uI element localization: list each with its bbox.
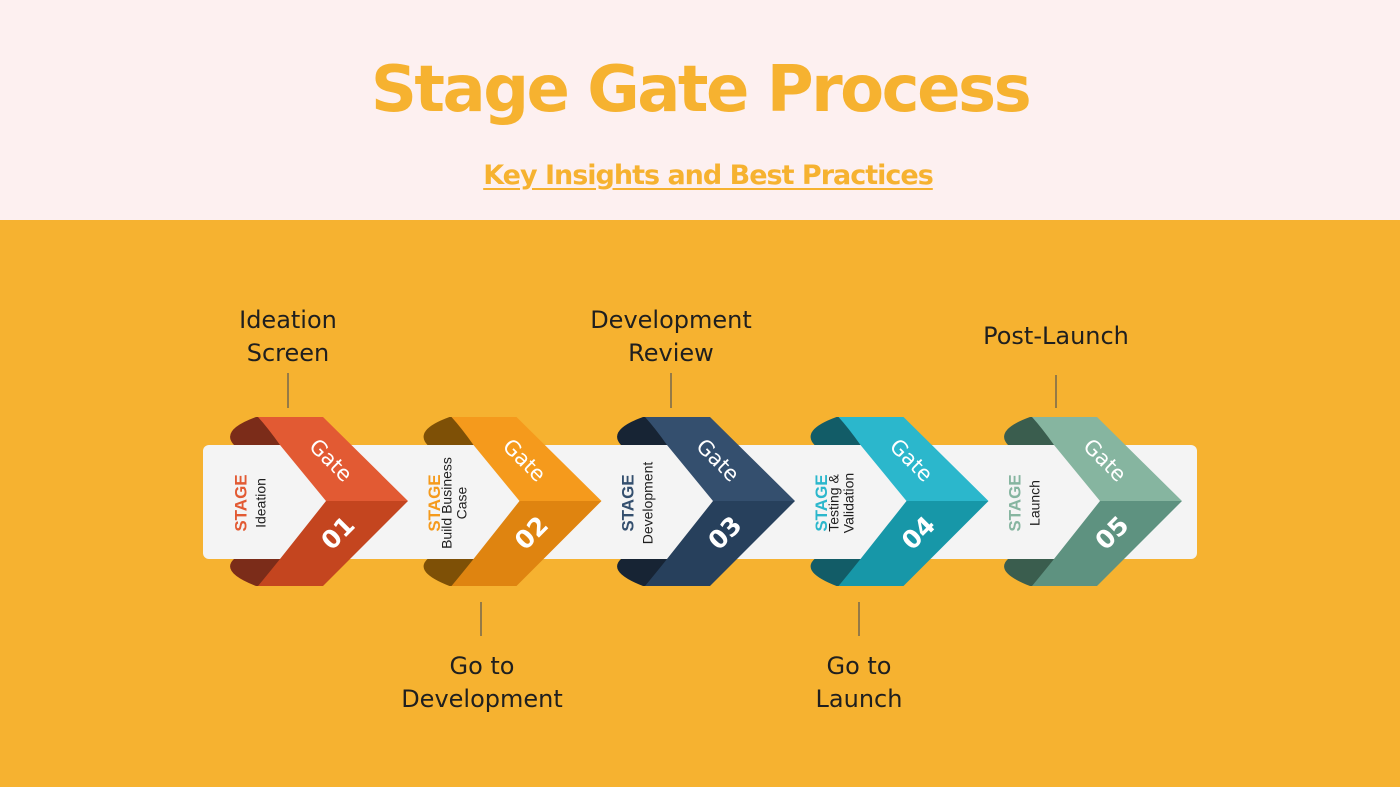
chevron-upper-arm xyxy=(645,417,795,501)
stage-name: Validation xyxy=(841,473,857,533)
stage-word: STAGE xyxy=(1005,474,1024,531)
header-band: Stage Gate Process Key Insights and Best… xyxy=(0,0,1400,220)
stage-name: Testing & xyxy=(826,474,842,532)
gate5-label: Post-Launch xyxy=(983,322,1129,350)
page-subtitle: Key Insights and Best Practices xyxy=(483,160,934,191)
stage-name: Development xyxy=(640,462,656,545)
chevron-upper-arm xyxy=(451,417,602,501)
connector-lines xyxy=(287,373,1057,636)
chevron-upper-arm xyxy=(838,417,989,501)
gate1-label: Ideation Screen xyxy=(239,306,337,367)
chevron-lower-arm xyxy=(838,501,989,586)
stage-word: STAGE xyxy=(618,474,637,531)
gate2-label: Go to Development xyxy=(401,652,563,713)
chevron-lower-arm xyxy=(258,501,408,586)
stage-name: Case xyxy=(454,486,470,519)
gate4-label: Go to Launch xyxy=(815,652,903,713)
stage-name: Launch xyxy=(1027,480,1043,526)
gate3-label: Development Review xyxy=(590,306,752,367)
chevron-upper-arm xyxy=(258,417,408,501)
chevron-lower-arm xyxy=(451,501,602,586)
chevron-upper-arm xyxy=(1032,417,1182,501)
stage-name: Build Business xyxy=(439,457,455,549)
stage-word: STAGE xyxy=(425,474,444,531)
page-title: Stage Gate Process xyxy=(370,53,1032,127)
stage-word: STAGE xyxy=(231,474,250,531)
stage-word: STAGE xyxy=(812,474,831,531)
stage-name: Ideation xyxy=(253,478,269,528)
chevron-lower-arm xyxy=(1032,501,1182,586)
chevron-lower-arm xyxy=(645,501,795,586)
